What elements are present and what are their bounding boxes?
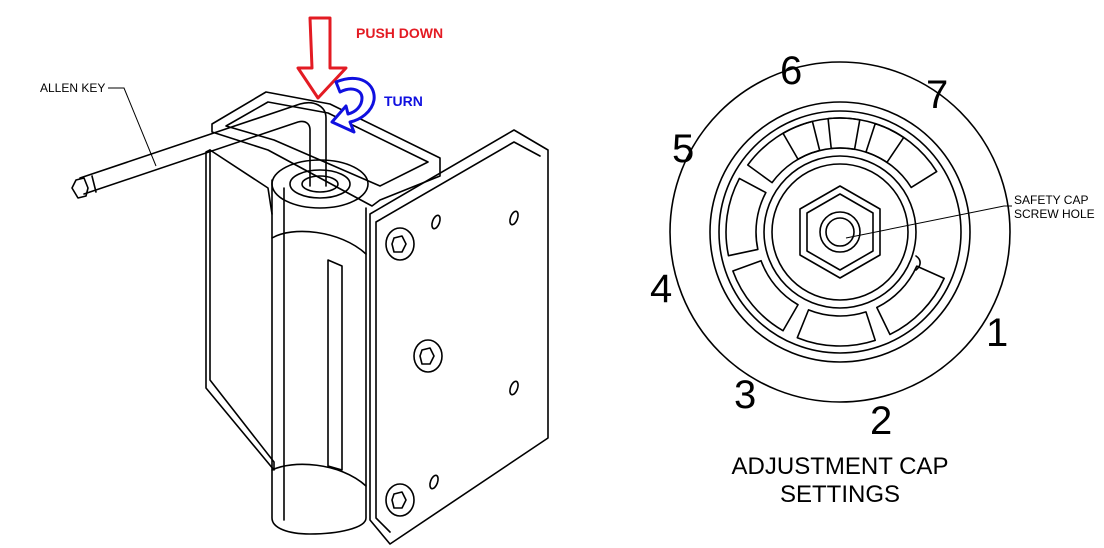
cap-segments [725, 117, 945, 347]
plate-hole-4 [429, 474, 439, 490]
screw-bottom [385, 483, 415, 517]
push-down-arrow [296, 16, 348, 100]
safety-cap-leader [845, 205, 1012, 239]
front-plate-edge [375, 141, 541, 533]
screw-middle [413, 339, 443, 373]
setting-4: 4 [650, 267, 672, 311]
turn-arrow [330, 76, 376, 134]
allen-key-leader [108, 87, 157, 167]
cap-segment [732, 259, 799, 332]
screw-top [385, 227, 415, 261]
hinge-drawing: ALLEN KEY PUSH DOWN TURN [40, 16, 549, 545]
safety-cap-label-line2: SCREW HOLE [1014, 207, 1095, 221]
front-plate [369, 129, 549, 545]
cap-rim-outer [709, 101, 971, 363]
cap-segment [827, 117, 905, 164]
knuckle-cut-upper [271, 230, 367, 255]
caption-line1: ADJUSTMENT CAP [732, 453, 949, 480]
cap-drawing: SAFETY CAP SCREW HOLE 6 7 5 4 1 3 2 ADJU… [650, 49, 1095, 508]
setting-5: 5 [672, 127, 694, 171]
push-down-label: PUSH DOWN [356, 25, 443, 41]
cap-hub-inner [771, 163, 909, 301]
knuckle-cap-hole [301, 175, 339, 193]
cap-notch [915, 255, 921, 271]
safety-cap-screw-hole [825, 217, 855, 247]
turn-label: TURN [384, 93, 423, 109]
left-leaf [205, 149, 275, 471]
knuckle-top [271, 159, 369, 209]
cap-segment [746, 120, 821, 184]
setting-6: 6 [780, 49, 802, 93]
safety-cap-label-line1: SAFETY CAP [1014, 193, 1088, 207]
cap-segment [796, 309, 877, 347]
setting-1: 1 [986, 311, 1008, 355]
knuckle-slot [327, 259, 343, 471]
plate-hole-3 [509, 380, 519, 396]
plate-hole-1 [431, 214, 441, 230]
allen-key-label: ALLEN KEY [40, 81, 105, 95]
knuckle-cap-ring [289, 169, 351, 199]
setting-7: 7 [926, 73, 948, 117]
top-bracket-inner [225, 101, 429, 187]
cap-segment [725, 177, 767, 257]
allen-key [71, 102, 327, 199]
cap-hex-outer [799, 185, 881, 279]
cap-outer-ring [669, 61, 1011, 403]
setting-2: 2 [870, 399, 892, 443]
cap-segment [782, 117, 861, 161]
knuckle [271, 179, 367, 535]
cap-segment [876, 265, 945, 336]
cap-hub-outer [763, 155, 917, 309]
cap-rim-inner [718, 110, 962, 354]
cap-hex-inner [806, 193, 874, 271]
plate-hole-2 [509, 210, 519, 226]
safety-cap-screw-hole-outer [819, 211, 861, 253]
setting-3: 3 [734, 373, 756, 417]
knuckle-cut-lower [271, 463, 367, 487]
left-leaf-back [209, 149, 273, 215]
caption-line2: SETTINGS [780, 481, 900, 508]
